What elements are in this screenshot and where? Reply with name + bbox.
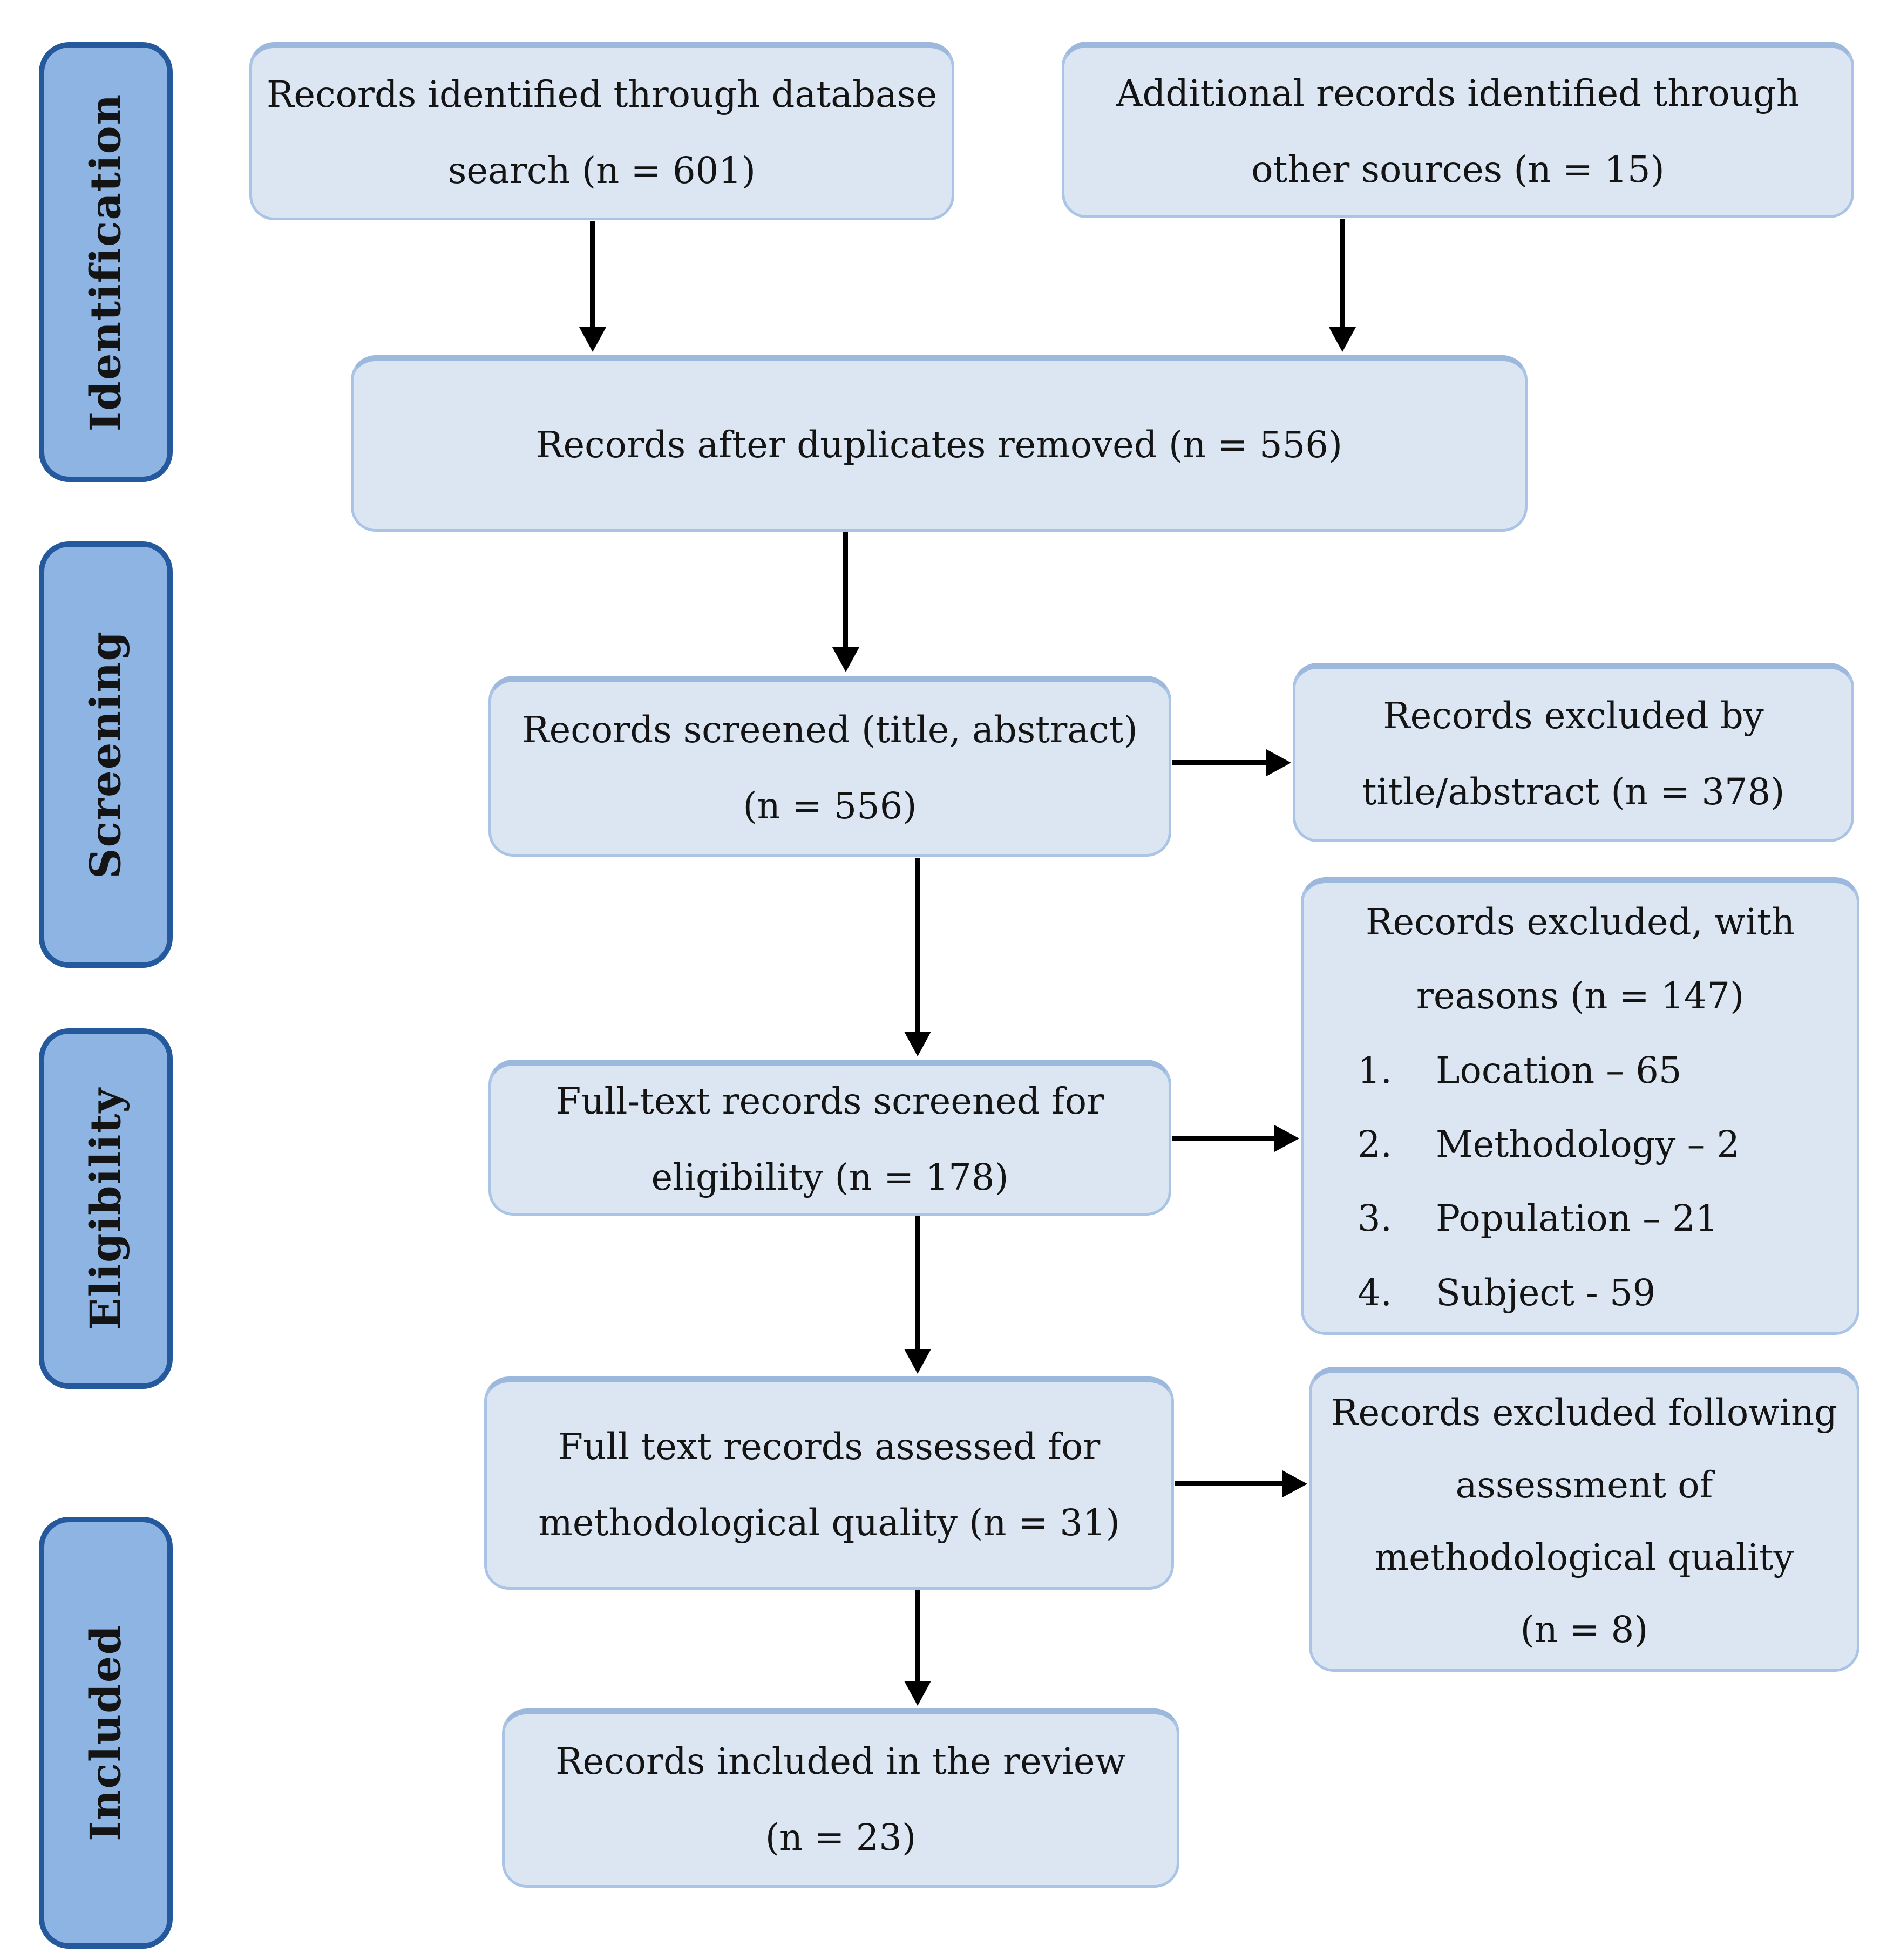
box-text-line: Records after duplicates removed (n = 55… <box>536 424 1342 466</box>
exclusion-reason-item: 3. Population – 21 <box>1304 1182 1857 1256</box>
box-text-line: Full text records assessed for <box>558 1425 1101 1468</box>
phase-label-included: Included <box>81 1624 131 1841</box>
phase-box-eligibility: Eligibility <box>39 1028 173 1389</box>
box-text-line: eligibility (n = 178) <box>651 1156 1009 1198</box>
box-text-line: Records excluded, with <box>1366 900 1795 943</box>
arrow-additional-to-duplicates <box>1340 219 1345 327</box>
box-text-line: other sources (n = 15) <box>1251 148 1665 191</box>
phase-label-screening: Screening <box>81 630 131 879</box>
records-identified-box: Records identified through database sear… <box>249 42 954 220</box>
phase-box-identification: Identification <box>39 42 173 482</box>
records-screened-box: Records screened (title, abstract) (n = … <box>488 676 1171 857</box>
phase-label-eligibility: Eligibility <box>81 1087 131 1330</box>
arrow-duplicates-to-screened <box>843 532 848 647</box>
box-text-line: (n = 23) <box>765 1816 917 1859</box>
phase-box-included: Included <box>39 1517 173 1949</box>
arrow-fulltext-to-reasons <box>1172 1136 1274 1141</box>
box-text-line: Records screened (title, abstract) <box>522 708 1138 751</box>
arrow-assessed-to-excluded <box>1175 1481 1282 1486</box>
phase-box-screening: Screening <box>39 541 173 968</box>
arrow-screened-to-excluded <box>1172 760 1266 765</box>
box-text-line: (n = 8) <box>1520 1608 1648 1651</box>
reason-number: 3. <box>1358 1197 1392 1240</box>
box-text-line: Records identified through database <box>266 73 938 116</box>
reason-number: 2. <box>1358 1123 1392 1165</box>
box-text-line: methodological quality (n = 31) <box>538 1501 1120 1544</box>
reason-text: Subject - 59 <box>1436 1271 1656 1314</box>
box-text-line: Records excluded by <box>1383 695 1764 737</box>
excluded-with-reasons-box: Records excluded, with reasons (n = 147)… <box>1301 877 1859 1335</box>
reason-text: Methodology – 2 <box>1436 1123 1740 1165</box>
box-text-line: reasons (n = 147) <box>1416 975 1745 1018</box>
arrow-identified-to-duplicates <box>590 221 595 327</box>
box-text-line: methodological quality <box>1374 1536 1794 1578</box>
duplicates-removed-box: Records after duplicates removed (n = 55… <box>351 355 1528 532</box>
arrow-fulltext-to-assessed <box>915 1216 920 1349</box>
included-in-review-box: Records included in the review (n = 23) <box>502 1708 1179 1888</box>
box-text-line: (n = 556) <box>743 784 917 827</box>
reason-text: Location – 65 <box>1436 1049 1682 1091</box>
box-text-line: Additional records identified through <box>1116 72 1800 114</box>
exclusion-reason-item: 4. Subject - 59 <box>1304 1256 1857 1330</box>
arrow-assessed-to-included <box>915 1590 920 1681</box>
excluded-after-quality-box: Records excluded following assessment of… <box>1309 1367 1859 1672</box>
box-text-line: assessment of <box>1455 1463 1713 1506</box>
box-text-line: search (n = 601) <box>447 150 756 192</box>
reason-number: 1. <box>1358 1049 1392 1091</box>
box-text-line: title/abstract (n = 378) <box>1362 771 1785 813</box>
fulltext-screened-box: Full-text records screened for eligibili… <box>488 1060 1171 1216</box>
assessed-quality-box: Full text records assessed for methodolo… <box>484 1376 1174 1590</box>
arrow-screened-to-fulltext <box>915 858 920 1032</box>
reason-text: Population – 21 <box>1436 1197 1719 1240</box>
box-text-line: Full-text records screened for <box>555 1080 1104 1122</box>
box-text-line: Records excluded following <box>1331 1391 1837 1434</box>
reason-number: 4. <box>1358 1271 1392 1314</box>
exclusion-reason-item: 2. Methodology – 2 <box>1304 1108 1857 1182</box>
exclusion-reason-item: 1. Location – 65 <box>1304 1034 1857 1108</box>
phase-label-identification: Identification <box>81 93 131 431</box>
additional-records-box: Additional records identified through ot… <box>1062 42 1854 218</box>
box-text-line: Records included in the review <box>555 1740 1126 1783</box>
excluded-by-title-abstract-box: Records excluded by title/abstract (n = … <box>1293 663 1854 842</box>
